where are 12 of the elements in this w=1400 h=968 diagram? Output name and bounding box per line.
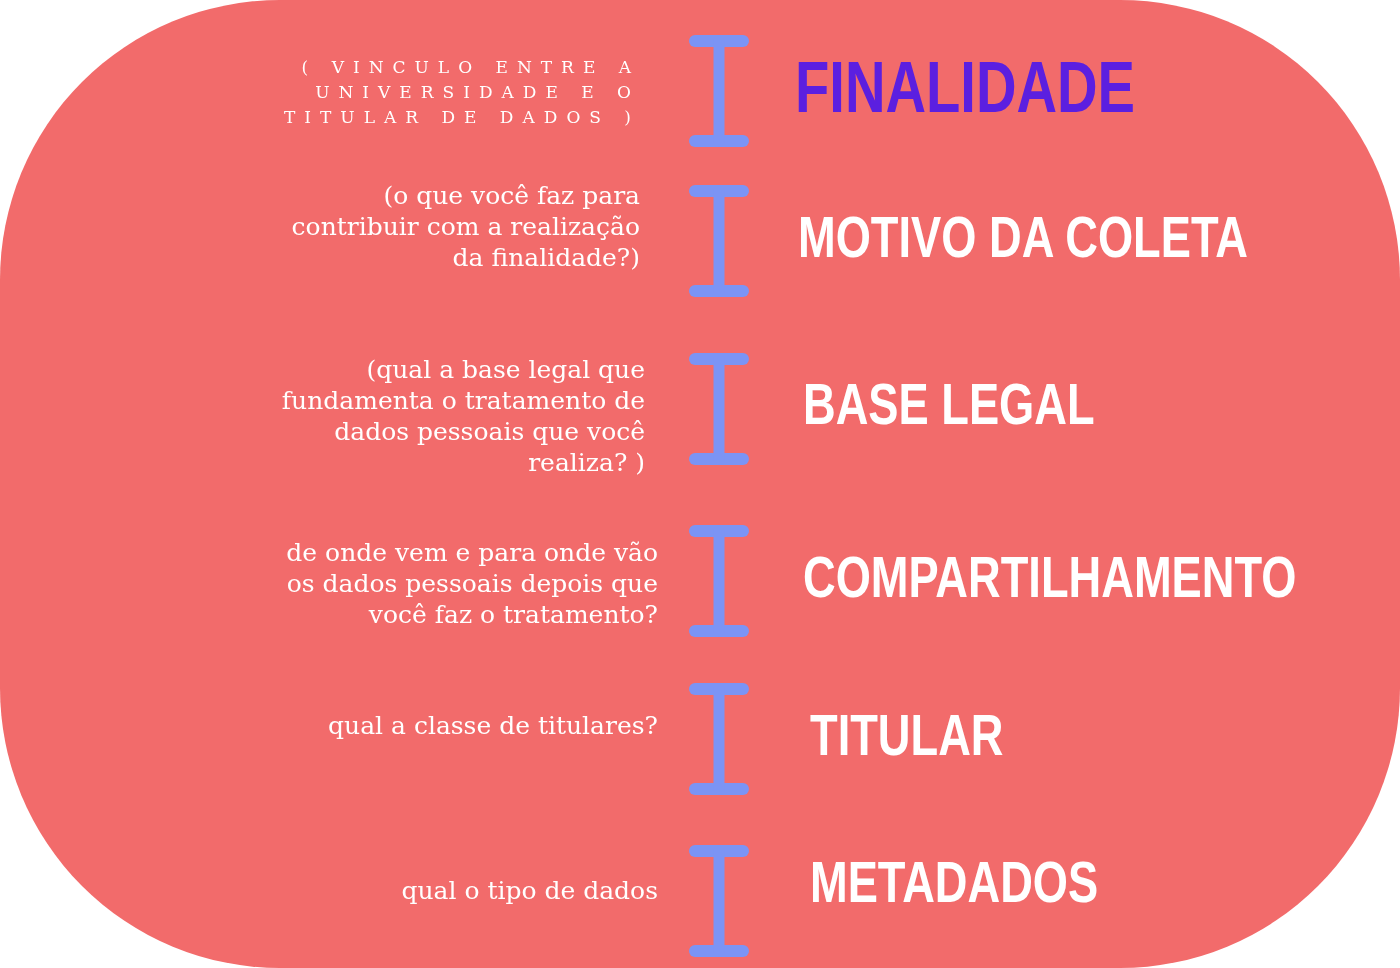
description-text: qual a classe de titulares? [327, 710, 658, 741]
heading: FINALIDADE [795, 55, 1136, 119]
heading: TITULAR [810, 703, 1004, 767]
heading: COMPARTILHAMENTO [803, 545, 1297, 609]
description-text: qual o tipo de dados [400, 875, 658, 906]
description-text: de onde vem e para onde vão os dados pessoais depois que você faz o tratamento? [285, 537, 658, 630]
heading: MOTIVO DA COLETA [798, 205, 1248, 269]
heading: BASE LEGAL [803, 372, 1095, 436]
heading: METADADOS [810, 850, 1099, 914]
description-text: (qual a base legal que fundamenta o tratamento de dados pessoais que você realiza? ) [280, 354, 645, 478]
description-text: (o que você faz para contribuir com a realização da finalidade?) [290, 180, 640, 273]
description-text: ( VINCULO ENTRE A UNIVERSIDADE E O TITULAR DE DADOS ) [282, 56, 640, 129]
